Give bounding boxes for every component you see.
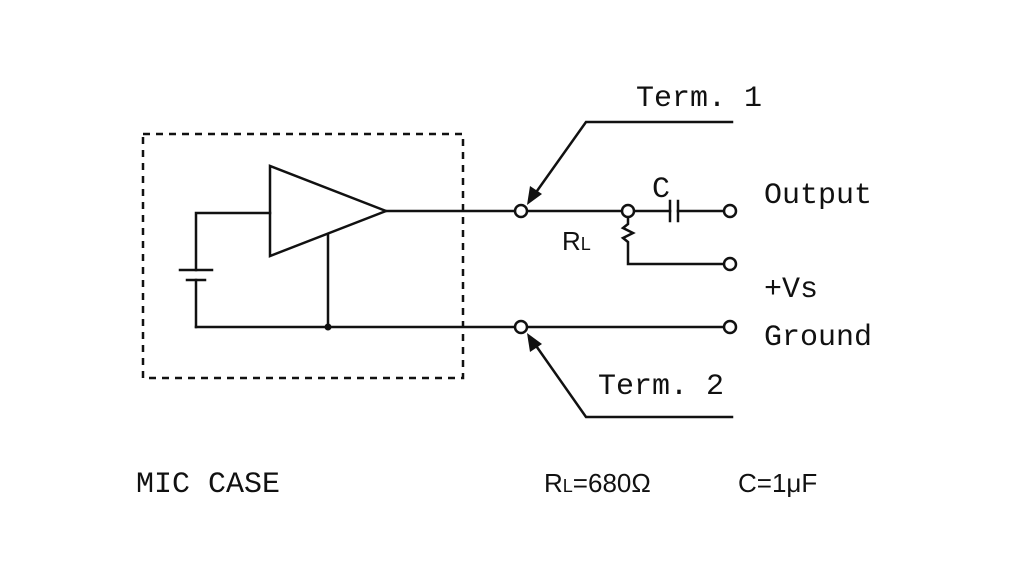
- term2-leader-line: [530, 338, 734, 419]
- mic-case-label: MIC CASE: [136, 468, 280, 502]
- rl-value-sub: L: [563, 476, 573, 496]
- capacitor-label: C: [652, 173, 670, 207]
- term1-leader-line: [530, 120, 734, 200]
- mic-case-box: [141, 132, 465, 380]
- ground-label: Ground: [764, 321, 872, 355]
- vs-terminal: [722, 256, 738, 272]
- rl-label: RL: [562, 226, 591, 256]
- wire-capsule-top: [194, 211, 272, 272]
- rl-label-sub: L: [581, 234, 591, 254]
- rl-label-main: R: [562, 226, 581, 256]
- term2-arrowhead: [527, 333, 542, 352]
- term1-label: Term. 1: [636, 82, 762, 116]
- term2-label: Term. 2: [598, 370, 724, 404]
- c-value-label: C=1μF: [738, 468, 817, 498]
- term2-terminal: [513, 319, 529, 335]
- rl-value-main: R: [544, 468, 563, 498]
- rl-junction-terminal: [620, 203, 636, 219]
- term1-arrowhead: [527, 186, 542, 205]
- rl-value-label: RL=680Ω: [544, 468, 651, 498]
- output-label: Output: [764, 179, 872, 213]
- amplifier-symbol: [268, 164, 390, 258]
- ground-terminal: [722, 319, 738, 335]
- vs-label: +Vs: [764, 273, 818, 307]
- term1-terminal: [513, 203, 529, 219]
- rl-resistor-symbol: [620, 215, 726, 266]
- output-terminal: [722, 203, 738, 219]
- rl-value-rest: =680Ω: [573, 468, 651, 498]
